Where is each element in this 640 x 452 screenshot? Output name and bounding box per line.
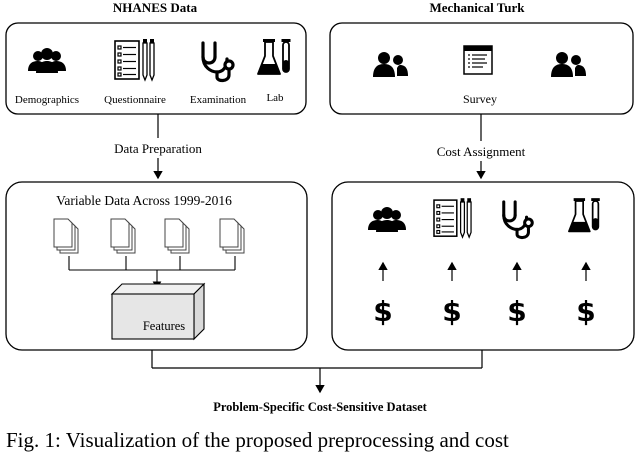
people-icon (368, 207, 406, 232)
figure-caption: Fig. 1: Visualization of the proposed pr… (6, 428, 509, 452)
dollar-icon: $ (576, 295, 595, 328)
document-connector-lines (68, 256, 236, 290)
document-icon (53, 218, 79, 254)
label-survey: Survey (463, 92, 497, 106)
output-label: Problem-Specific Cost-Sensitive Dataset (213, 400, 427, 414)
nhanes-data-box (5, 22, 307, 115)
stethoscope-icon (502, 200, 534, 240)
document-icon (110, 218, 136, 254)
person-icon (373, 52, 408, 77)
merge-lines (151, 350, 483, 394)
label-cost-assignment: Cost Assignment (437, 144, 526, 159)
dollar-icon: $ (373, 295, 392, 328)
questionnaire-icon (433, 197, 472, 238)
label-questionnaire: Questionnaire (104, 94, 166, 106)
variable-data-title: Variable Data Across 1999-2016 (56, 193, 232, 208)
flask-icon (257, 38, 292, 75)
person-icon (551, 52, 586, 77)
label-data-preparation: Data Preparation (114, 141, 202, 156)
label-examination: Examination (190, 94, 247, 106)
stethoscope-icon (201, 41, 235, 83)
variable-data-box (5, 181, 308, 351)
features-box (110, 282, 206, 341)
left-panel-title: NHANES Data (113, 0, 198, 15)
dollar-icon: $ (507, 295, 526, 328)
label-demographics: Demographics (15, 94, 79, 106)
document-icon (164, 218, 190, 254)
survey-icon (463, 45, 493, 75)
cost-box (331, 181, 635, 351)
document-icon (219, 218, 245, 254)
label-lab: Lab (266, 92, 284, 104)
right-panel-title: Mechanical Turk (430, 0, 526, 15)
questionnaire-icon (114, 38, 155, 81)
flask-icon (568, 197, 601, 233)
dollar-icon: $ (442, 295, 461, 328)
people-icon (28, 48, 66, 73)
cost-arrows (378, 261, 591, 281)
label-features: Features (143, 319, 185, 333)
